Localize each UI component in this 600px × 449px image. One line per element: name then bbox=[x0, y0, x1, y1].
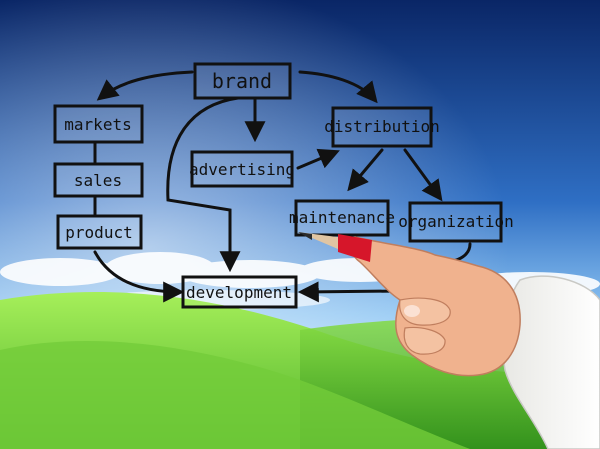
hand-icon bbox=[350, 236, 600, 449]
markets-box bbox=[53, 104, 144, 144]
product-label: product bbox=[65, 223, 132, 242]
product-box bbox=[56, 214, 143, 250]
distribution-label: distribution bbox=[324, 117, 440, 136]
development-label: development bbox=[186, 283, 292, 302]
maintenance-label: maintenance bbox=[289, 208, 395, 227]
sales-box bbox=[53, 162, 144, 198]
organization-label: organization bbox=[398, 212, 514, 231]
brand-box bbox=[193, 62, 292, 100]
advertising-box bbox=[190, 150, 294, 188]
advertising-label: advertising bbox=[189, 160, 295, 179]
markets-label: markets bbox=[64, 115, 131, 134]
organization-box bbox=[408, 201, 503, 243]
pencil-icon bbox=[298, 232, 372, 262]
brand-label: brand bbox=[212, 69, 272, 93]
development-box bbox=[181, 275, 298, 309]
maintenance-box bbox=[294, 199, 390, 237]
distribution-box bbox=[331, 106, 433, 148]
sales-label: sales bbox=[74, 171, 122, 190]
